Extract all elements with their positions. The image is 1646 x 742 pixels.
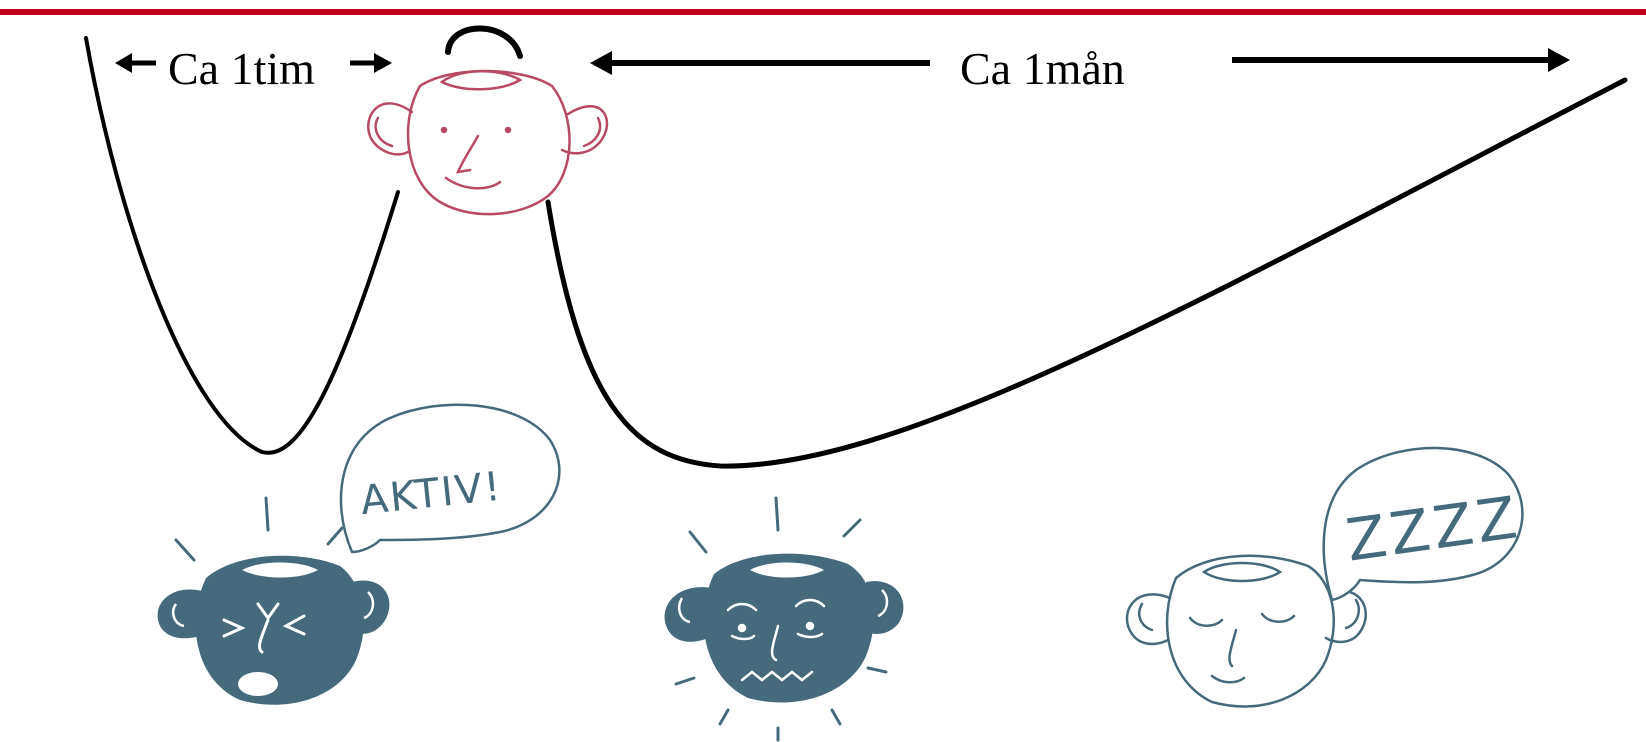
short-span-label: Ca 1tim <box>168 43 315 94</box>
worried-face-icon <box>664 496 904 742</box>
sleeping-face-icon <box>1125 554 1367 708</box>
pink-happy-face-icon <box>367 69 609 216</box>
active-speech-bubble: AKTIV! <box>339 403 561 554</box>
sleep-speech-bubble: ZZZZ <box>1322 446 1525 602</box>
active-shouting-face-icon <box>157 496 390 705</box>
energy-curve <box>84 25 1628 469</box>
long-span-label: Ca 1mån <box>960 43 1125 94</box>
top-rule <box>0 9 1646 15</box>
short-span-arrow: Ca 1tim <box>115 43 392 94</box>
long-span-arrow: Ca 1mån <box>590 43 1570 94</box>
